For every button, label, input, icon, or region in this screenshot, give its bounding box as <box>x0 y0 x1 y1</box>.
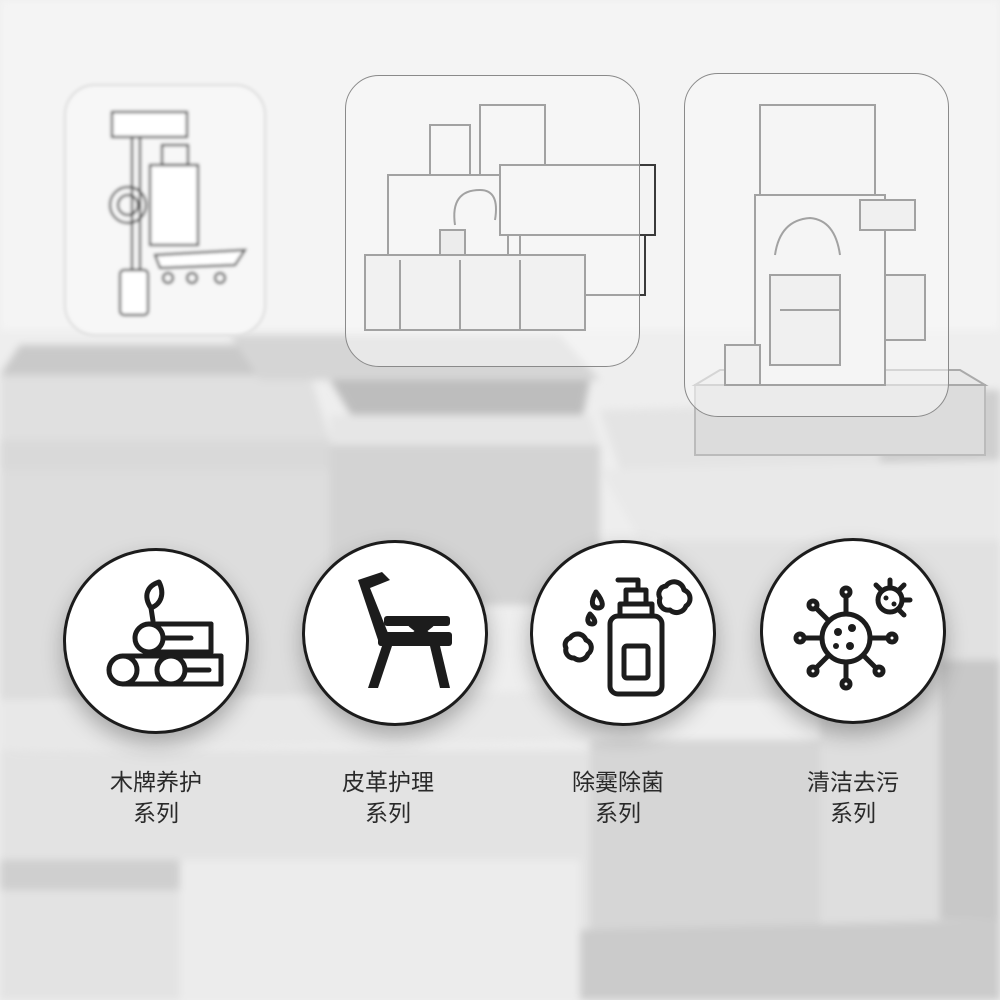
logs-leaf-icon <box>106 579 224 687</box>
category-wood-care-title: 木牌养护 <box>110 770 202 796</box>
category-cleaning-subtitle: 系列 <box>830 801 876 827</box>
category-leather-care-subtitle: 系列 <box>365 801 411 827</box>
category-cleaning-button[interactable] <box>760 538 946 724</box>
category-wood-care-button[interactable] <box>63 548 249 734</box>
category-deodorize-title: 除霙除菌 <box>572 770 664 796</box>
category-wood-care-caption: 木牌养护 系列 <box>46 768 266 830</box>
category-cleaning-title: 清洁去污 <box>807 770 899 796</box>
category-deodorize-button[interactable] <box>530 540 716 726</box>
virus-icon <box>793 577 913 691</box>
machine-card-right <box>684 73 949 417</box>
category-deodorize-subtitle: 系列 <box>595 801 641 827</box>
category-leather-care-caption: 皮革护理 系列 <box>278 768 498 830</box>
category-cleaning-caption: 清洁去污 系列 <box>743 768 963 830</box>
category-leather-care-button[interactable] <box>302 540 488 726</box>
category-wood-care-subtitle: 系列 <box>133 801 179 827</box>
machine-sketch-left <box>63 83 267 337</box>
spray-bottle-icon <box>562 577 693 697</box>
category-deodorize-caption: 除霙除菌 系列 <box>508 768 728 830</box>
machine-card-center <box>345 75 640 367</box>
category-leather-care-title: 皮革护理 <box>342 770 434 796</box>
armchair-icon <box>358 572 452 688</box>
